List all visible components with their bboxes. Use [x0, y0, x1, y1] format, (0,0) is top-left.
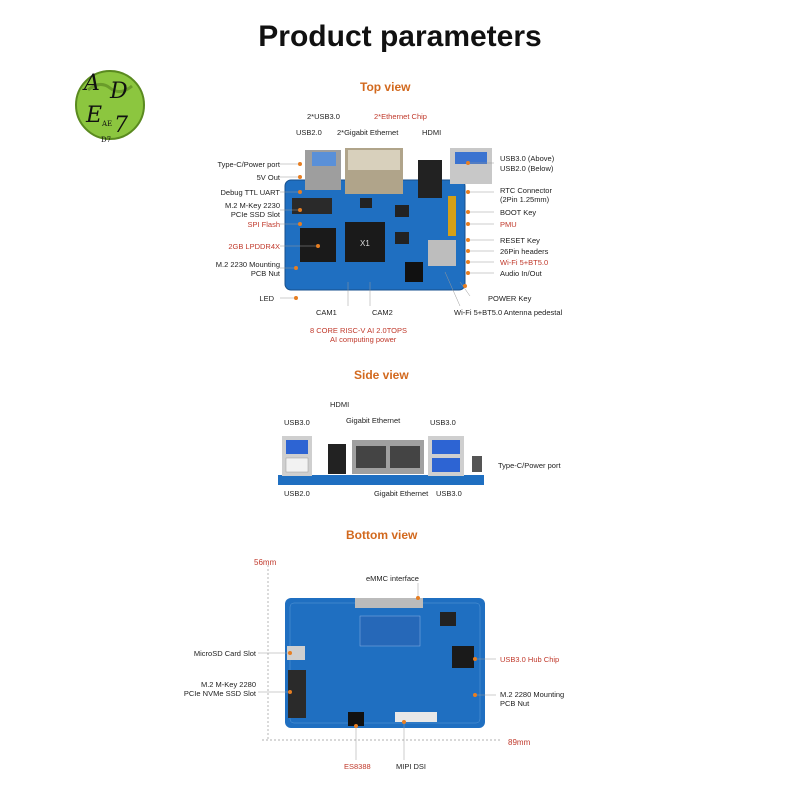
bottom-label-emmc: eMMC interface: [366, 574, 419, 583]
side-view-heading: Side view: [354, 368, 409, 382]
side-label-usb2-bottom: USB2.0: [284, 489, 310, 498]
side-label-gigabit-top: Gigabit Ethernet: [346, 416, 401, 425]
side-label-typec: Type-C/Power port: [498, 461, 561, 470]
brand-logo: A D E 7 AE D7: [70, 60, 150, 150]
label-cam2: CAM2: [372, 308, 393, 317]
top-board: X1: [284, 148, 492, 291]
label-led: LED: [259, 294, 274, 303]
svg-text:AE: AE: [101, 120, 112, 128]
label-rtc-b: (2Pin 1.25mm): [500, 195, 550, 204]
svg-text:7: 7: [114, 113, 128, 138]
label-audio: Audio In/Out: [500, 269, 542, 278]
side-board: [278, 436, 484, 485]
label-cpu-b: AI computing power: [330, 335, 397, 344]
label-usb3x2: 2*USB3.0: [307, 112, 340, 121]
label-m2-2230-a: M.2 M-Key 2230: [224, 201, 280, 210]
side-label-hdmi: HDMI: [330, 400, 350, 409]
bottom-label-mipi: MIPI DSI: [396, 762, 427, 771]
label-5v-out: 5V Out: [256, 173, 280, 182]
label-antenna: Wi-Fi 5+BT5.0 Antenna pedestal: [454, 308, 563, 317]
label-debug-uart: Debug TTL UART: [220, 188, 280, 197]
label-rtc-a: RTC Connector: [500, 186, 552, 195]
bottom-label-mount-b: PCB Nut: [500, 699, 530, 708]
label-hdmi: HDMI: [422, 128, 442, 137]
cpu-mark: X1: [360, 239, 370, 248]
svg-text:A: A: [82, 71, 100, 96]
label-reset-key: RESET Key: [500, 236, 540, 245]
side-label-usb3-right: USB3.0: [430, 418, 456, 427]
side-label-usb3-left: USB3.0: [284, 418, 310, 427]
bottom-label-m2-2280-a: M.2 M-Key 2280: [200, 680, 256, 689]
label-cam1: CAM1: [316, 308, 337, 317]
bottom-label-es8388: ES8388: [344, 762, 371, 771]
label-eth-chip: 2*Ethernet Chip: [374, 112, 427, 121]
label-pmu: PMU: [500, 220, 517, 229]
label-cpu-a: 8 CORE RISC-V AI 2.0TOPS: [310, 326, 407, 335]
svg-text:D7: D7: [101, 136, 111, 144]
label-gigabit-eth: 2*Gigabit Ethernet: [337, 128, 399, 137]
label-mount-2230-a: M.2 2230 Mounting: [215, 260, 280, 269]
label-typec: Type-C/Power port: [217, 160, 280, 169]
bottom-label-m2-2280-b: PCIe NVMe SSD Slot: [183, 689, 256, 698]
bottom-label-mount-a: M.2 2280 Mounting: [500, 690, 565, 699]
dimension-width: 89mm: [508, 738, 531, 747]
label-boot-key: BOOT Key: [500, 208, 537, 217]
label-mount-2230-b: PCB Nut: [250, 269, 280, 278]
side-label-gigabit-bottom: Gigabit Ethernet: [374, 489, 429, 498]
logo-graphic: A D E 7 AE D7: [75, 70, 145, 144]
svg-text:E: E: [85, 103, 102, 128]
side-label-usb3-bottom: USB3.0: [436, 489, 462, 498]
label-usb-above: USB3.0 (Above): [500, 154, 555, 163]
label-usb-below: USB2.0 (Below): [500, 164, 554, 173]
label-spi-flash: SPI Flash: [247, 220, 280, 229]
label-power-key: POWER Key: [488, 294, 532, 303]
label-m2-2230-b: PCIe SSD Slot: [230, 210, 280, 219]
top-view-heading: Top view: [360, 80, 411, 94]
label-26pin: 26Pin headers: [500, 247, 549, 256]
bottom-board: [285, 598, 485, 728]
dimension-height: 56mm: [254, 558, 277, 567]
svg-text:D: D: [109, 79, 128, 104]
label-lpddr: 2GB LPDDR4X: [228, 242, 280, 251]
bottom-label-microsd: MicroSD Card Slot: [193, 649, 256, 658]
label-usb2: USB2.0: [296, 128, 322, 137]
bottom-view-heading: Bottom view: [346, 528, 418, 542]
bottom-label-hub-chip: USB3.0 Hub Chip: [500, 655, 560, 664]
page-title: Product parameters: [258, 20, 542, 53]
label-wifi: Wi-Fi 5+BT5.0: [500, 258, 549, 267]
